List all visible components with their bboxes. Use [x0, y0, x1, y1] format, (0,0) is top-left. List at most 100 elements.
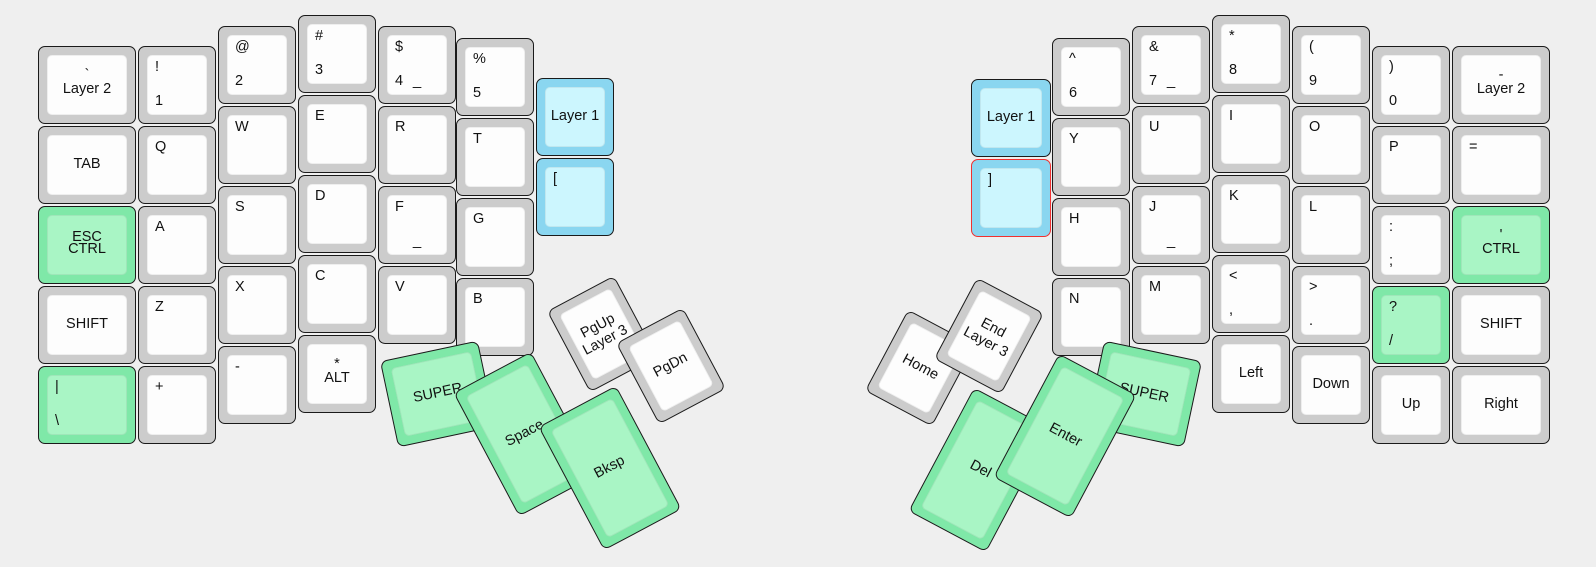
- left-col-middle-key-4[interactable]: *ALT: [298, 335, 376, 413]
- right-col-index-inner-key-2[interactable]: H: [1052, 198, 1130, 276]
- left-col-middle-key-2[interactable]: D: [298, 175, 376, 253]
- right-col-pinky-outer-key-2-cap: 'CTRL: [1461, 215, 1541, 275]
- left-col-index-key-2-cap: F_: [387, 195, 447, 255]
- right-col-pinky-key-3[interactable]: ?/: [1372, 286, 1450, 364]
- right-col-middle-key-0[interactable]: *8: [1212, 15, 1290, 93]
- left-col-index-key-1[interactable]: R: [378, 106, 456, 184]
- right-col-pinky-outer-key-2[interactable]: 'CTRL: [1452, 206, 1550, 284]
- right-col-ring-key-4[interactable]: Down: [1292, 346, 1370, 424]
- right-col-middle-key-3[interactable]: <,: [1212, 255, 1290, 333]
- left-col-index-inner-key-2-cap: G: [465, 207, 525, 267]
- right-col-pinky-outer-key-3-cap: SHIFT: [1461, 295, 1541, 355]
- right-col-middle-key-4-legend-main: Left: [1238, 365, 1264, 382]
- right-col-pinky-outer-key-3-legend-main: SHIFT: [1480, 316, 1522, 333]
- right-col-ring-key-2-cap: L: [1301, 195, 1361, 255]
- left-col-pinky-outer-key-3[interactable]: SHIFT: [38, 286, 136, 364]
- left-col-pinky-outer-key-1[interactable]: TAB: [38, 126, 136, 204]
- right-col-pinky-key-2[interactable]: :;: [1372, 206, 1450, 284]
- left-col-ring-key-1[interactable]: W: [218, 106, 296, 184]
- right-col-middle-key-2[interactable]: K: [1212, 175, 1290, 253]
- left-col-pinky-outer-key-1-legend-main: TAB: [73, 156, 101, 173]
- right-col-index-key-0[interactable]: &7_: [1132, 26, 1210, 104]
- left-col-index-key-0-legend-top: $: [395, 39, 404, 55]
- left-thumb-pgdn-legend: PgDn: [650, 349, 691, 381]
- left-col-pinky-key-4[interactable]: +: [138, 366, 216, 444]
- left-col-ring-key-3[interactable]: X: [218, 266, 296, 344]
- left-col-index-inner-key-0[interactable]: %5: [456, 38, 534, 116]
- left-col-pinky-key-0-legend-main: 1: [155, 93, 164, 110]
- right-col-middle-key-4[interactable]: Left: [1212, 335, 1290, 413]
- left-col-index-inner-key-0-legend-top: %: [473, 51, 486, 67]
- left-col-thumb-outer-key-1[interactable]: [: [536, 158, 614, 236]
- left-col-index-key-2-homing-bar: _: [412, 231, 422, 249]
- right-col-index-key-2-legend-main: J: [1149, 199, 1157, 215]
- left-col-pinky-key-0[interactable]: !1: [138, 46, 216, 124]
- left-col-index-key-3[interactable]: V: [378, 266, 456, 344]
- left-col-index-inner-key-2-legend-main: G: [473, 211, 485, 227]
- left-col-middle-key-3[interactable]: C: [298, 255, 376, 333]
- right-col-ring-key-0[interactable]: (9: [1292, 26, 1370, 104]
- right-col-pinky-outer-key-4[interactable]: Right: [1452, 366, 1550, 444]
- left-col-index-inner-key-0-cap: %5: [465, 47, 525, 107]
- right-col-pinky-key-4-legend-main: Up: [1401, 396, 1421, 413]
- left-col-pinky-outer-key-0[interactable]: `Layer 2: [38, 46, 136, 124]
- left-col-index-inner-key-0-legend-main: 5: [473, 85, 482, 102]
- right-col-middle-key-1[interactable]: I: [1212, 95, 1290, 173]
- left-col-ring-key-4[interactable]: -: [218, 346, 296, 424]
- left-col-index-key-2[interactable]: F_: [378, 186, 456, 264]
- right-col-index-inner-key-1-legend-main: Y: [1069, 131, 1079, 147]
- right-col-thumb-outer-key-1-legend-main: ]: [988, 172, 993, 188]
- right-col-index-inner-key-0[interactable]: ^6: [1052, 38, 1130, 116]
- right-col-ring-key-4-cap: Down: [1301, 355, 1361, 415]
- left-col-ring-key-0[interactable]: @2: [218, 26, 296, 104]
- right-col-index-key-0-legend-main: 7: [1149, 73, 1158, 90]
- right-col-pinky-key-0[interactable]: )0: [1372, 46, 1450, 124]
- left-col-index-inner-key-1[interactable]: T: [456, 118, 534, 196]
- right-col-index-key-2[interactable]: J_: [1132, 186, 1210, 264]
- left-col-pinky-key-3[interactable]: Z: [138, 286, 216, 364]
- left-col-pinky-outer-key-0-cap: `Layer 2: [47, 55, 127, 115]
- left-col-index-key-0-cap: $4_: [387, 35, 447, 95]
- right-col-ring-key-1-cap: O: [1301, 115, 1361, 175]
- right-col-pinky-key-3-cap: ?/: [1381, 295, 1441, 355]
- right-col-pinky-key-1[interactable]: P: [1372, 126, 1450, 204]
- left-col-middle-key-4-cap: *ALT: [307, 344, 367, 404]
- right-col-pinky-key-4[interactable]: Up: [1372, 366, 1450, 444]
- right-col-middle-key-0-cap: *8: [1221, 24, 1281, 84]
- right-col-middle-key-3-legend-top: <: [1229, 268, 1238, 284]
- right-thumb-end-cap: End Layer 3: [946, 289, 1032, 383]
- left-col-thumb-outer-key-0[interactable]: Layer 1: [536, 78, 614, 156]
- left-col-middle-key-4-legend-main: ALT: [324, 370, 350, 387]
- left-col-index-key-0[interactable]: $4_: [378, 26, 456, 104]
- left-col-ring-key-2[interactable]: S: [218, 186, 296, 264]
- left-col-pinky-outer-key-4[interactable]: |\: [38, 366, 136, 444]
- left-col-middle-key-2-cap: D: [307, 184, 367, 244]
- right-col-ring-key-2[interactable]: L: [1292, 186, 1370, 264]
- left-col-middle-key-0[interactable]: #3: [298, 15, 376, 93]
- right-col-thumb-outer-key-1-cap: ]: [980, 168, 1042, 228]
- right-col-pinky-outer-key-1[interactable]: =: [1452, 126, 1550, 204]
- right-col-ring-key-3[interactable]: >.: [1292, 266, 1370, 344]
- right-col-index-inner-key-2-legend-main: H: [1069, 211, 1080, 227]
- left-col-middle-key-0-cap: #3: [307, 24, 367, 84]
- left-col-index-inner-key-2[interactable]: G: [456, 198, 534, 276]
- right-col-ring-key-2-legend-main: L: [1309, 199, 1318, 215]
- right-col-pinky-outer-key-0[interactable]: -Layer 2: [1452, 46, 1550, 124]
- left-col-pinky-key-1-legend-main: Q: [155, 139, 167, 155]
- left-col-middle-key-3-legend-main: C: [315, 268, 326, 284]
- right-col-index-inner-key-1[interactable]: Y: [1052, 118, 1130, 196]
- left-col-middle-key-1[interactable]: E: [298, 95, 376, 173]
- right-col-pinky-outer-key-3[interactable]: SHIFT: [1452, 286, 1550, 364]
- right-col-ring-key-1[interactable]: O: [1292, 106, 1370, 184]
- left-col-pinky-key-2-cap: A: [147, 215, 207, 275]
- right-col-index-key-3[interactable]: M: [1132, 266, 1210, 344]
- right-col-index-key-1-cap: U: [1141, 115, 1201, 175]
- left-col-index-key-1-cap: R: [387, 115, 447, 175]
- left-col-pinky-key-2[interactable]: A: [138, 206, 216, 284]
- right-col-thumb-outer-key-0[interactable]: Layer 1: [971, 79, 1051, 157]
- right-col-thumb-outer-key-1[interactable]: ]: [971, 159, 1051, 237]
- right-col-pinky-outer-key-4-legend-main: Right: [1484, 396, 1518, 413]
- left-col-pinky-key-1[interactable]: Q: [138, 126, 216, 204]
- right-col-index-key-1[interactable]: U: [1132, 106, 1210, 184]
